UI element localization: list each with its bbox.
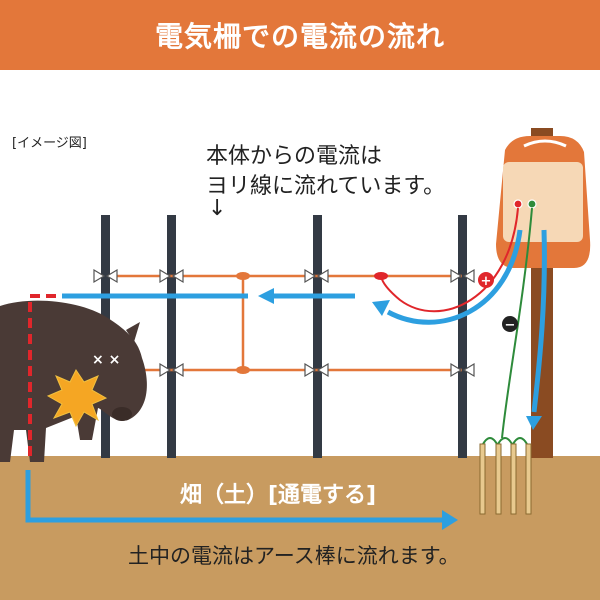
down-arrow-icon: ↓ <box>208 196 227 221</box>
insulator <box>450 268 475 284</box>
ground-rod <box>525 443 532 515</box>
ground-return-arrow <box>531 229 547 413</box>
negative-marker: − <box>502 316 518 333</box>
positive-marker: + <box>478 272 494 289</box>
ground-rod <box>510 443 517 515</box>
arrow-head <box>372 300 390 316</box>
current-through-boar <box>28 294 56 460</box>
shock-spark-icon <box>46 369 108 428</box>
fence-wires <box>110 274 462 372</box>
arrow-heads <box>258 288 542 530</box>
ground-rods <box>479 437 532 515</box>
header-banner: 電気柵での電流の流れ <box>0 0 600 70</box>
image-label: [イメージ図] <box>12 136 87 151</box>
negative-lead-wire <box>501 207 533 439</box>
insulator <box>304 362 329 378</box>
ground-rod <box>479 443 486 515</box>
page-title: 電気柵での電流の流れ <box>154 20 445 53</box>
callout-text: 本体からの電流は <box>206 144 383 169</box>
arrow-head <box>442 510 458 530</box>
insulator <box>450 362 475 378</box>
wire-joint <box>236 366 250 374</box>
fence-post <box>313 215 322 458</box>
negative-terminal <box>527 199 537 209</box>
field-label: 畑（土）[通電する] <box>180 483 377 508</box>
energizer-current-arrow <box>386 229 523 325</box>
wire-joint <box>236 272 250 280</box>
insulator <box>304 268 329 284</box>
positive-lead-wire <box>380 207 519 313</box>
insulators <box>93 268 475 378</box>
current-flow-arrows <box>25 229 547 523</box>
ground-current-arrow <box>25 470 444 523</box>
arrow-head <box>258 288 274 304</box>
positive-terminal <box>513 199 523 209</box>
fence-post <box>167 215 176 458</box>
fence-post <box>458 215 467 458</box>
ground-rod <box>495 443 502 515</box>
svg-text:−: − <box>505 318 516 333</box>
svg-text:+: + <box>481 274 492 289</box>
callout-text: ヨリ線に流れています。 <box>206 174 446 199</box>
boar-eye-mark: × × <box>92 352 120 368</box>
insulator <box>93 268 118 284</box>
insulator <box>159 362 184 378</box>
ground-current-label: 土中の電流はアース棒に流れます。 <box>128 544 460 568</box>
fence-posts <box>101 215 467 458</box>
insulator <box>159 268 184 284</box>
arrow-head <box>526 416 542 430</box>
